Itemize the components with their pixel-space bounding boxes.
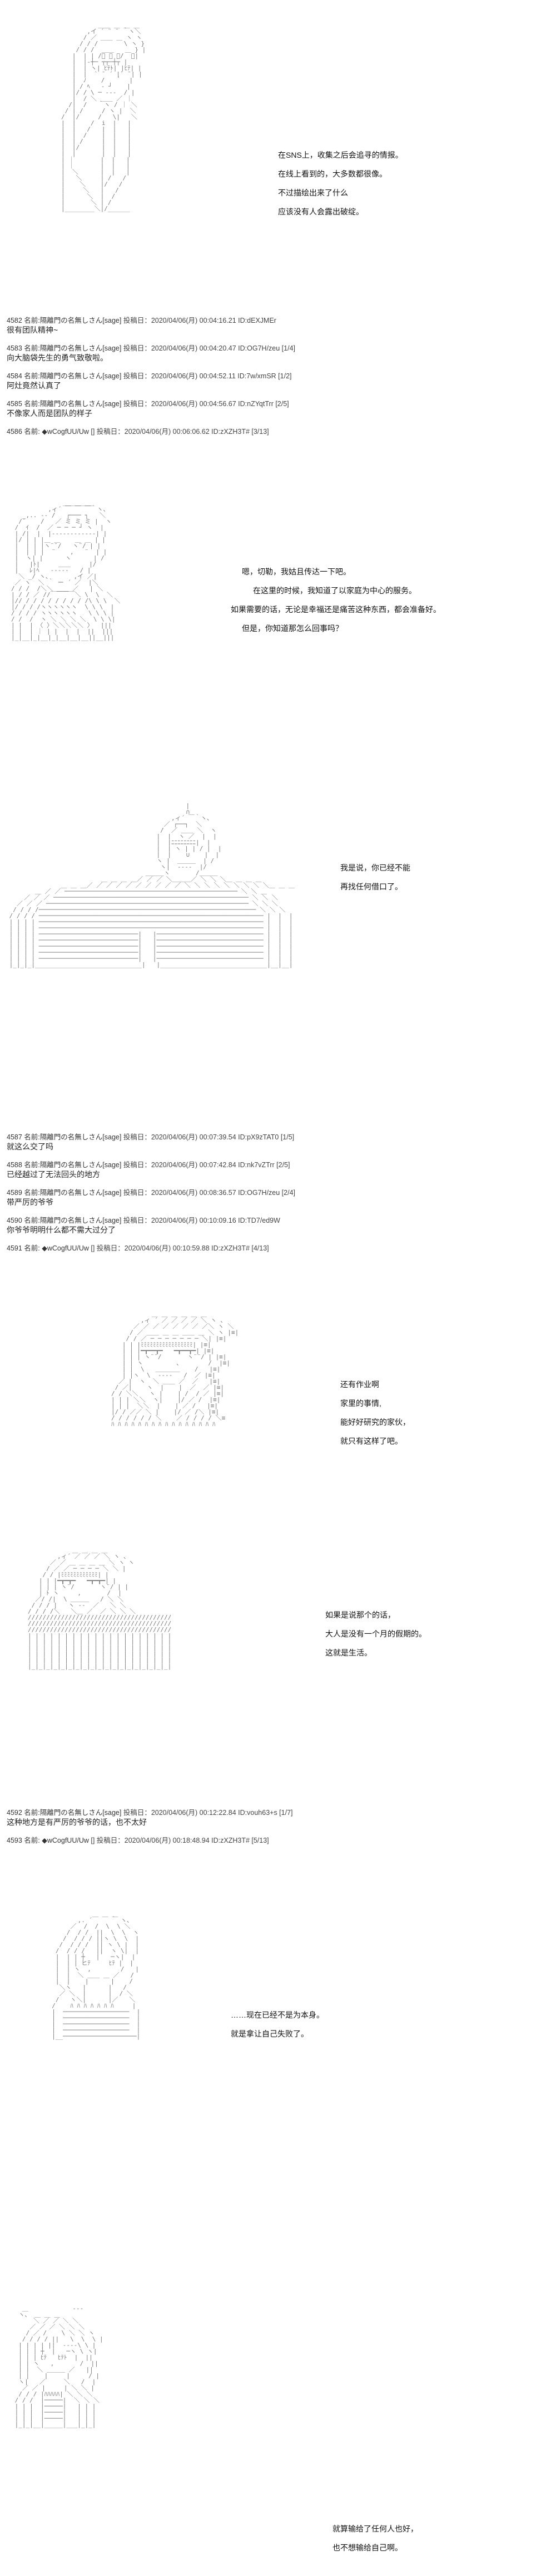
post-date: 投稿日：2020/04/06(月) 00:07:42.84 ID:nk7vZTr… <box>123 1161 290 1169</box>
dialog-line: 再找任何借口了。 <box>340 882 403 891</box>
post-header: 4582 名前:隔離門の名無しさん[sage] 投稿日：2020/04/06(月… <box>7 314 276 325</box>
post-date: 投稿日：2020/04/06(月) 00:10:09.16 ID:TD7/ed9… <box>123 1217 280 1224</box>
dialog-line: 就是拿让自己失败了。 <box>231 2029 309 2038</box>
post-header: 4591 名前: ◆wCogfUU/Uw [] 投稿日：2020/04/06(月… <box>7 1242 269 1253</box>
poster-name: 名前:隔離門の名無しさん[sage] <box>24 372 122 380</box>
post-number: 4589 <box>7 1189 22 1197</box>
ascii-art-character-3: | ∩ ,ィ´ ￣｀ヽ、 ／ ┌──┐ ＼ <box>9 803 295 968</box>
dialog-line: 这就是生活。 <box>325 1648 372 1657</box>
post-body: 向大脑袋先生的勇气致敬啦。 <box>7 353 108 362</box>
dialog-panel-2: 嗯，切勒，我姑且传达一下吧。 在这里的时候，我知道了以家庭为中心的服务。 如果需… <box>231 562 441 638</box>
ascii-art-character-4: ＿ ＿ ＿ ＿ ＿ ＿ ,ィ ´ ／ ／ ／ ／ ＼ ヽ 、 ／ ／ ／ ／ ／… <box>111 1311 239 1428</box>
post-date: 投稿日：2020/04/06(月) 00:04:52.11 ID:7w/xmSR… <box>123 372 292 380</box>
post-date: [] 投稿日：2020/04/06(月) 00:06:06.62 ID:zXZH… <box>91 428 269 436</box>
dialog-line: 在线上看到的，大多数都很像。 <box>278 169 387 178</box>
post-number: 4591 <box>7 1244 22 1252</box>
post-body: 带严厉的爷爷 <box>7 1198 53 1207</box>
dialog-line: 在SNS上，收集之后会追寻的情报。 <box>278 151 403 159</box>
post-number: 4582 <box>7 317 22 324</box>
post-body: 已经越过了无法回头的地方 <box>7 1170 100 1179</box>
post-number: 4583 <box>7 344 22 352</box>
post-body: 阿灶竟然认真了 <box>7 381 61 390</box>
dialog-line: 但是，你知道那怎么回事吗？ <box>242 624 343 633</box>
post-body: 很有团队精神~ <box>7 326 58 334</box>
post-number: 4584 <box>7 372 22 380</box>
poster-name: 名前:隔離門の名無しさん[sage] <box>24 317 122 324</box>
poster-name: 名前:隔離門の名無しさん[sage] <box>24 400 122 408</box>
dialog-panel-1: 在SNS上，收集之后会追寻的情报。 在线上看到的，大多数都很像。 不过描绘出来了… <box>278 146 403 221</box>
post-number: 4592 <box>7 1809 22 1817</box>
post-header: 4586 名前: ◆wCogfUU/Uw [] 投稿日：2020/04/06(月… <box>7 426 269 436</box>
post-date: 投稿日：2020/04/06(月) 00:07:39.54 ID:pX9zTAT… <box>123 1133 295 1141</box>
post-date: 投稿日：2020/04/06(月) 00:08:36.57 ID:OG7H/ze… <box>123 1189 295 1197</box>
poster-name: 名前:隔離門の名無しさん[sage] <box>24 1133 122 1141</box>
dialog-panel-5: 如果是说那个的话， 大人是没有一个月的假期的。 这就是生活。 <box>325 1605 426 1662</box>
dialog-line: 也不想输给自己啊。 <box>332 2543 403 2552</box>
dialog-line: 家里的事情, <box>340 1399 381 1408</box>
post-header: 4583 名前:隔離門の名無しさん[sage] 投稿日：2020/04/06(月… <box>7 342 295 353</box>
dialog-line: 还有作业啊 <box>340 1380 379 1389</box>
poster-name: 名前:隔離門の名無しさん[sage] <box>24 1189 122 1197</box>
dialog-line: 我是说，你已经不能 <box>340 863 410 872</box>
post-date: 投稿日：2020/04/06(月) 00:12:22.84 ID:vouh63+… <box>123 1809 293 1817</box>
poster-name: 名前:隔離門の名無しさん[sage] <box>24 344 122 352</box>
post-body: 就这么交了吗 <box>7 1142 53 1151</box>
post-number: 4588 <box>7 1161 22 1169</box>
post-date: 投稿日：2020/04/06(月) 00:04:20.47 ID:OG7H/ze… <box>123 344 295 352</box>
poster-name: 名前: ◆wCogfUU/Uw <box>24 1244 89 1252</box>
ascii-art-character-1: ＿＿ ＿ ＿ ＿ ,イ ´ ¨ ¨ ｀ヽ＼ / ／ ＿＿ ＿ ヽ ヽ / / /… <box>61 22 146 212</box>
dialog-panel-6: ……现在已经不是为本身。 就是拿让自己失败了。 <box>231 2005 324 2043</box>
dialog-line: 不过描绘出来了什么 <box>278 188 348 197</box>
dialog-line: 就算输给了任何人也好， <box>332 2524 418 2533</box>
poster-name: 名前: ◆wCogfUU/Uw <box>24 428 89 436</box>
ascii-art-character-7: ＿ ‐‐‐ ヽ、 ＿ ＿ ＿ ＼ ／ ／ ＼ ＼ ／ ／ ／ ＼ ＼ ＼ / ／… <box>14 2305 103 2428</box>
dialog-line: 在这里的时候，我知道了以家庭为中心的服务。 <box>253 586 416 595</box>
post-body: 你爷爷明明什么都不需大过分了 <box>7 1226 116 1234</box>
dialog-line: 能好好研究的家伙， <box>340 1418 410 1427</box>
post-header: 4585 名前:隔離門の名無しさん[sage] 投稿日：2020/04/06(月… <box>7 398 289 408</box>
post-number: 4586 <box>7 428 22 436</box>
dialog-line: 如果是说那个的话， <box>325 1610 395 1619</box>
ascii-art-character-6: ＿ ＿ ＿ ,. ´ ｀ ヽ、 ／ / / \ \ ＼ / / / || \ \… <box>52 1911 141 2040</box>
poster-name: 名前:隔離門の名無しさん[sage] <box>24 1217 122 1224</box>
ascii-art-character-2: ＿＿＿＿＿ ,ィ´ ￣ ￣ ￣｀ヽ、 _,.. -‐ / ┌─── ┐ ＼ /¨… <box>11 500 121 641</box>
poster-name: 名前: ◆wCogfUU/Uw <box>24 1837 89 1844</box>
post-body: 不像家人而是团队的样子 <box>7 409 92 418</box>
dialog-line: 如果需要的话，无论是幸福还是痛苦这种东西，都会准备好。 <box>231 605 441 614</box>
poster-name: 名前:隔離門の名無しさん[sage] <box>24 1161 122 1169</box>
post-number: 4593 <box>7 1837 22 1844</box>
poster-name: 名前:隔離門の名無しさん[sage] <box>24 1809 122 1817</box>
dialog-line: 嗯，切勒，我姑且传达一下吧。 <box>242 567 351 576</box>
dialog-line: 应该没有人会露出破绽。 <box>278 207 364 216</box>
post-number: 4587 <box>7 1133 22 1141</box>
dialog-line: ……现在已经不是为本身。 <box>231 2010 324 2019</box>
post-header: 4587 名前:隔離門の名無しさん[sage] 投稿日：2020/04/06(月… <box>7 1131 294 1142</box>
post-header: 4588 名前:隔離門の名無しさん[sage] 投稿日：2020/04/06(月… <box>7 1159 290 1169</box>
dialog-panel-7: 就算输给了任何人也好， 也不想输给自己啊。 <box>332 2519 418 2557</box>
dialog-line: 大人是没有一个月的假期的。 <box>325 1629 426 1638</box>
post-date: [] 投稿日：2020/04/06(月) 00:18:48.94 ID:zXZH… <box>91 1837 269 1844</box>
post-header: 4590 名前:隔離門の名無しさん[sage] 投稿日：2020/04/06(月… <box>7 1214 280 1225</box>
post-date: 投稿日：2020/04/06(月) 00:04:56.67 ID:nZYqtTr… <box>123 400 289 408</box>
post-date: 投稿日：2020/04/06(月) 00:04:16.21 ID:dEXJMEr <box>123 317 276 324</box>
post-date: [] 投稿日：2020/04/06(月) 00:10:59.88 ID:zXZH… <box>91 1244 269 1252</box>
dialog-panel-3: 我是说，你已经不能 再找任何借口了。 <box>340 858 410 896</box>
post-number: 4585 <box>7 400 22 408</box>
post-header: 4584 名前:隔離門の名無しさん[sage] 投稿日：2020/04/06(月… <box>7 370 292 381</box>
post-number: 4590 <box>7 1217 22 1224</box>
dialog-line: 就只有这样了吧。 <box>340 1437 403 1445</box>
post-header: 4592 名前:隔離門の名無しさん[sage] 投稿日：2020/04/06(月… <box>7 1807 293 1817</box>
dialog-panel-4: 还有作业啊 家里的事情, 能好好研究的家伙， 就只有这样了吧。 <box>340 1375 410 1450</box>
post-header: 4589 名前:隔離門の名無しさん[sage] 投稿日：2020/04/06(月… <box>7 1187 295 1197</box>
post-header: 4593 名前: ◆wCogfUU/Uw [] 投稿日：2020/04/06(月… <box>7 1834 269 1845</box>
ascii-art-character-5: ＿ ＿ ＿ ＿ ,ィ´ ／ ／ ／ ＼ ヽ 、 ／ ／ ＿ ＿ ＿ ＿ ＼ ヽ … <box>28 1547 172 1670</box>
post-body: 这种地方是有严厉的爷爷的话，也不太好 <box>7 1818 147 1827</box>
